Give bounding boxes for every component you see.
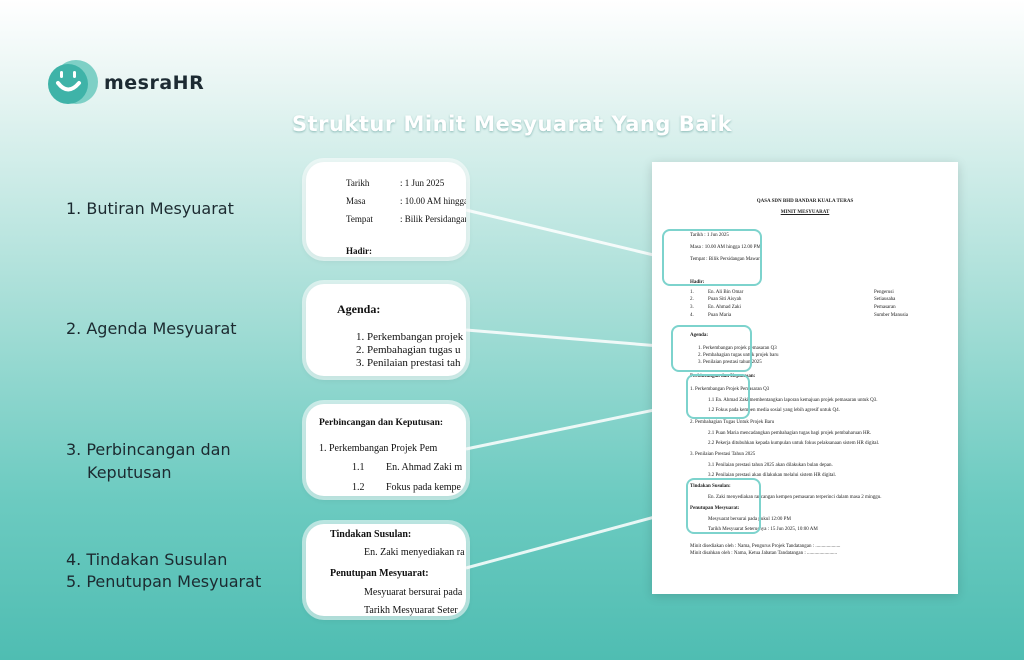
doc-agenda-item: 2. Pembahagian tugas untuk projek baru	[698, 353, 779, 358]
card4-penutupan-heading: Penutupan Mesyuarat:	[330, 568, 429, 579]
card-tindakan: Tindakan Susulan: En. Zaki menyediakan r…	[306, 524, 466, 616]
doc-hadir: Hadir:	[690, 280, 705, 285]
doc-p2: 2. Pembahagian Tugas Untuk Projek Baru	[690, 420, 775, 425]
card2-item-1: 1. Perkembangan projek	[356, 331, 464, 343]
doc-penutupan-text: Mesyuarat bersurai pada pukul 12:00 PM	[708, 517, 791, 522]
doc-title: MINIT MESYUARAT	[780, 210, 830, 215]
card-agenda: Agenda: 1. Perkembangan projek 2. Pembah…	[306, 284, 466, 376]
doc-att-role: Setiausaha	[874, 297, 896, 302]
smiley-logo-icon	[46, 56, 100, 110]
brand-name: mesraHR	[104, 72, 205, 94]
doc-p12: 1.2 Fokus pada kempen media sosial yang …	[708, 408, 840, 413]
card3-sub1-text: En. Ahmad Zaki m	[386, 462, 463, 473]
highlight-perbincangan	[686, 374, 750, 419]
doc-att-name: En. Ali Bin Omar	[708, 290, 744, 295]
doc-p3: 3. Penilaian Prestasi Tahun 2025	[690, 452, 756, 457]
card-perbincangan: Perbincangan dan Keputusan: 1. Perkemban…	[306, 404, 466, 496]
card1-tempat-key: Tempat	[346, 214, 373, 224]
doc-agenda: Agenda:	[690, 333, 709, 338]
card1-hadir: Hadir:	[346, 246, 372, 256]
doc-tindakan-text: En. Zaki menyediakan rancangan kempen pe…	[708, 495, 882, 500]
doc-footer-2: Minit disahkan oleh : Nama, Ketua Jabata…	[690, 551, 838, 556]
card1-masa-val: : 10.00 AM hingga	[400, 196, 466, 206]
card3-sub1-num: 1.1	[352, 462, 365, 473]
doc-p11: 1.1 En. Ahmad Zaki membentangkan laporan…	[708, 398, 878, 403]
doc-att-role: Pemasaran	[874, 305, 896, 310]
doc-att-name: Puan Siti Aisyah	[708, 297, 742, 302]
card2-heading: Agenda:	[337, 302, 381, 316]
card3-heading: Perbincangan dan Keputusan:	[319, 418, 444, 428]
card4-tindakan-text: En. Zaki menyediakan ra	[364, 547, 465, 558]
doc-p31: 3.1 Penilaian prestasi tahun 2025 akan d…	[708, 463, 833, 468]
label-agenda: 2. Agenda Mesyuarat	[66, 319, 237, 338]
doc-penutupan-date: Tarikh Mesyuarat Seterusnya : 15 Jun 202…	[708, 527, 818, 532]
doc-masa: Masa : 10.00 AM hingga 12.00 PM	[690, 245, 761, 250]
brand-logo: mesraHR	[46, 56, 204, 110]
doc-tarikh: Tarikh : 1 Jun 2025	[690, 233, 729, 238]
label-butiran: 1. Butiran Mesyuarat	[66, 199, 234, 218]
label-keputusan: Keputusan	[87, 463, 172, 482]
card4-penutupan-text: Mesyuarat bersurai pada	[364, 587, 463, 598]
doc-p1: 1. Perkembangan Projek Pemasaran Q3	[690, 387, 770, 392]
card3-item: 1. Perkembangan Projek Pem	[319, 443, 438, 454]
label-penutupan: 5. Penutupan Mesyuarat	[66, 572, 262, 591]
doc-att-num: 4.	[690, 313, 694, 318]
doc-tindakan: Tindakan Susulan:	[690, 484, 731, 489]
card4-tindakan-heading: Tindakan Susulan:	[330, 529, 412, 540]
doc-org: QASA SDN BHD BANDAR KUALA TERAS	[756, 199, 854, 204]
doc-att-role: Sumber Manusia	[874, 313, 909, 318]
highlight-butiran	[662, 229, 762, 286]
minutes-document: QASA SDN BHD BANDAR KUALA TERAS MINIT ME…	[652, 162, 958, 594]
doc-att-num: 3.	[690, 305, 694, 310]
highlight-tindakan	[686, 478, 761, 534]
doc-att-num: 1.	[690, 290, 694, 295]
doc-att-name: En. Ahmad Zaki	[708, 305, 741, 310]
card3-sub2-text: Fokus pada kempe	[386, 482, 461, 493]
doc-perbincangan: Perbincangan dan Keputusan:	[690, 374, 756, 379]
page-title: Struktur Minit Mesyuarat Yang Baik	[291, 112, 733, 136]
label-perbincangan: 3. Perbincangan dan	[66, 440, 231, 459]
doc-att-num: 2.	[690, 297, 694, 302]
card1-tarikh-val: : 1 Jun 2025	[400, 178, 445, 188]
doc-tempat: Tempat : Bilik Persidangan Mawar	[690, 257, 760, 262]
highlight-agenda	[671, 325, 752, 372]
card1-masa-key: Masa	[346, 196, 366, 206]
card2-item-3: 3. Penilaian prestasi tah	[356, 357, 461, 369]
card3-sub2-num: 1.2	[352, 482, 365, 493]
card-butiran: Tarikh : 1 Jun 2025 Masa : 10.00 AM hing…	[306, 162, 466, 257]
doc-agenda-item: 3. Penilaian prestasi tahun 2025	[698, 360, 762, 365]
card4-tarikh-text: Tarikh Mesyuarat Seter	[364, 605, 458, 616]
doc-footer-1: Minit disediakan oleh : Nama, Pengurus P…	[690, 544, 841, 549]
card2-item-2: 2. Pembahagian tugas u	[356, 344, 461, 356]
doc-p32: 3.2 Penilaian prestasi akan dilakukan me…	[708, 473, 837, 478]
doc-agenda-item: 1. Perkembangan projek pemasaran Q3	[698, 346, 777, 351]
doc-att-role: Pengerusi	[874, 290, 894, 295]
doc-p22: 2.2 Pekerja ditubuhkan kepada kumpulan u…	[708, 441, 880, 446]
card1-tempat-val: : Bilik Persidangan	[400, 214, 466, 224]
label-tindakan: 4. Tindakan Susulan	[66, 550, 228, 569]
doc-penutupan: Penutupan Mesyuarat:	[690, 506, 740, 511]
card1-tarikh-key: Tarikh	[346, 178, 370, 188]
doc-att-name: Puan Maria	[708, 313, 732, 318]
doc-p21: 2.1 Puan Maria mencadangkan pembahagian …	[708, 431, 872, 436]
